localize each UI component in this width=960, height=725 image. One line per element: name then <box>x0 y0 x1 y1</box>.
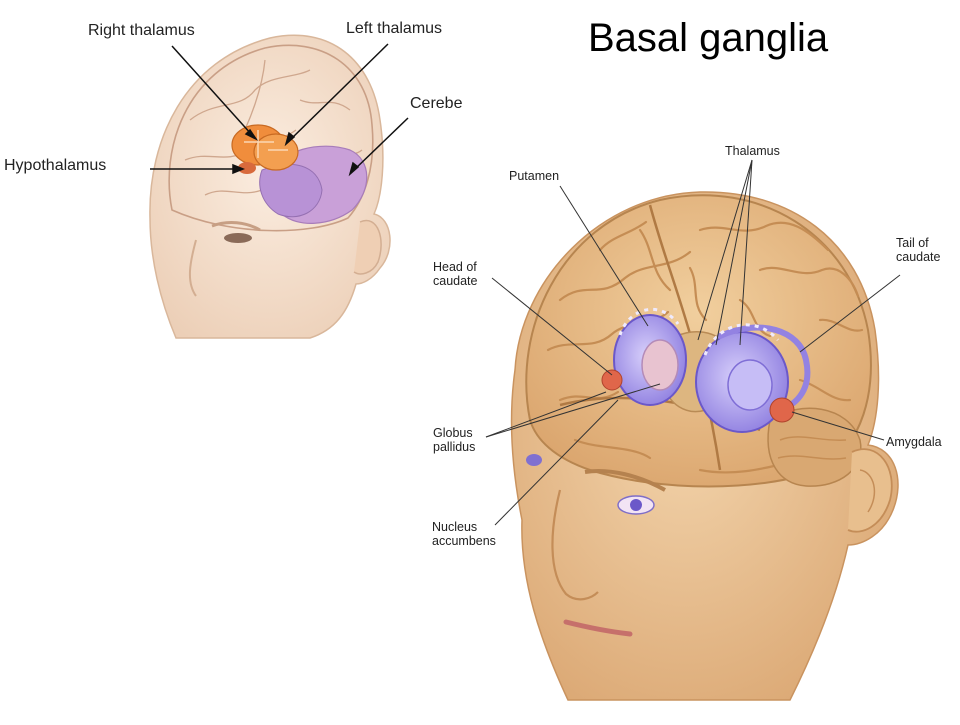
label-head-of-caudate: Head of caudate <box>433 260 478 288</box>
label-cerebellum: Cerebe <box>410 95 463 112</box>
main-nose <box>551 489 599 601</box>
main-globus-pallidus-front <box>641 339 679 391</box>
main-globus-pallidus-back <box>727 359 773 411</box>
label-tail-of-caudate: Tail of caudate <box>896 236 941 264</box>
main-head-illustration <box>510 191 899 701</box>
small-leader-lines <box>150 43 409 177</box>
main-eye-left <box>526 454 542 466</box>
label-amygdala: Amygdala <box>886 435 942 449</box>
main-ear <box>847 448 893 533</box>
small-ear <box>353 219 382 275</box>
main-amygdala <box>769 397 795 423</box>
main-tail-of-caudate <box>717 324 811 413</box>
small-eyebrow <box>211 221 261 232</box>
label-hypothalamus: Hypothalamus <box>4 157 107 174</box>
main-leader-lines <box>485 159 901 526</box>
label-left-thalamus: Left thalamus <box>346 20 443 37</box>
diagram-title: Basal ganglia <box>588 16 829 60</box>
main-head-of-caudate-dot <box>601 369 623 391</box>
small-thalamus-marks <box>244 130 288 158</box>
main-mouth <box>563 619 633 637</box>
label-nucleus-accumbens: Nucleus accumbens <box>432 520 496 548</box>
main-central-sulcus <box>648 204 722 471</box>
label-right-thalamus: Right thalamus <box>88 22 195 39</box>
small-eye <box>224 233 252 243</box>
small-hypothalamus <box>238 162 256 174</box>
label-globus-pallidus: Globus pallidus <box>433 426 476 454</box>
small-brainstem <box>259 163 323 218</box>
small-brain-outline <box>168 44 374 232</box>
label-thalamus: Thalamus <box>725 144 780 158</box>
small-head-illustration <box>149 34 391 339</box>
label-putamen: Putamen <box>509 169 560 183</box>
small-nose <box>189 239 197 297</box>
main-eyebrow <box>584 468 666 492</box>
